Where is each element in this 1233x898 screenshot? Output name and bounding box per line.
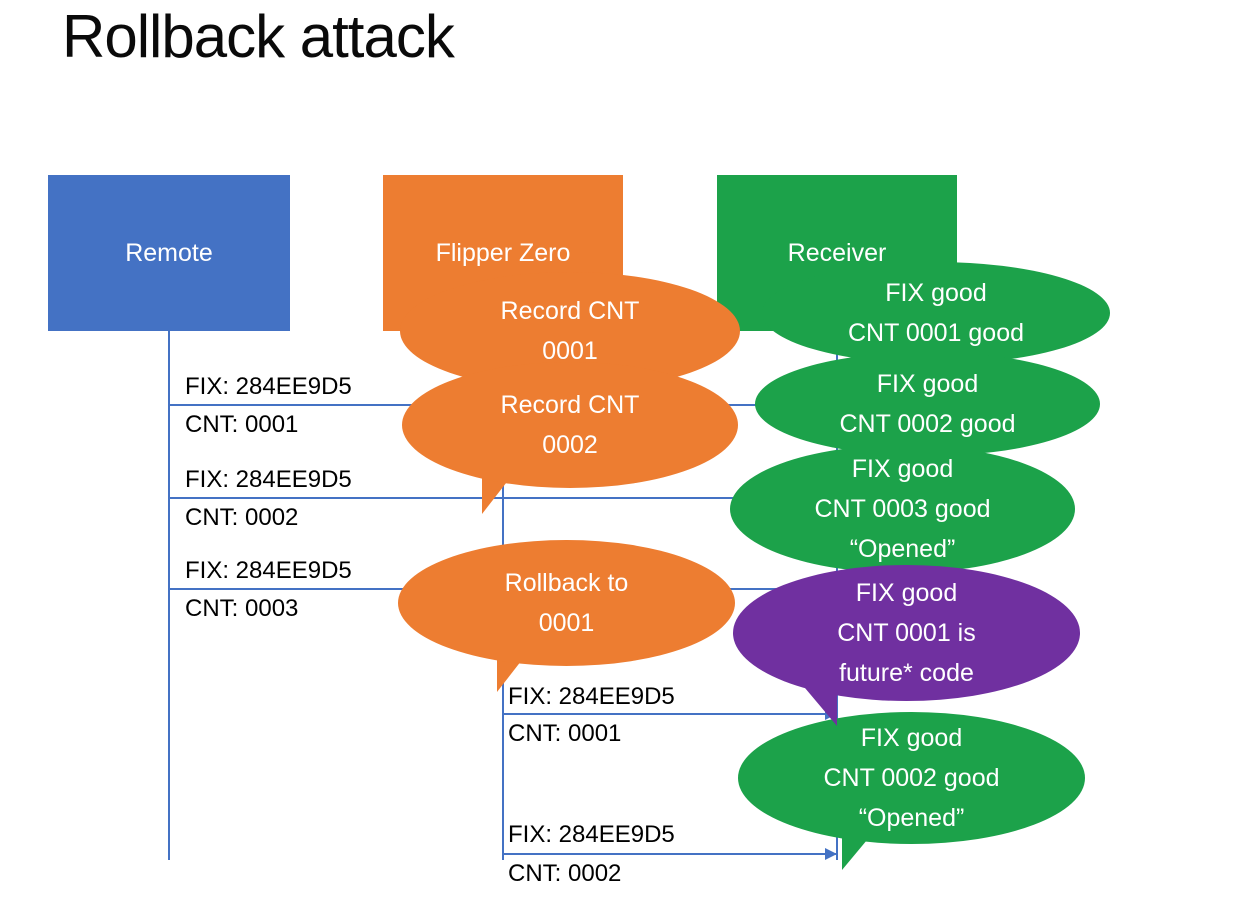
callout-line: “Opened” bbox=[849, 535, 956, 563]
message-fix-label: FIX: 284EE9D5 bbox=[508, 683, 675, 710]
callout-fix-good-cnt-0001: FIX good CNT 0001 good bbox=[762, 262, 1110, 364]
callout-line: CNT 0001 good bbox=[847, 319, 1025, 347]
callout-line: Rollback to bbox=[504, 569, 629, 597]
actor-label: Flipper Zero bbox=[435, 238, 571, 267]
message-cnt-label: CNT: 0001 bbox=[508, 720, 622, 747]
callout-line: CNT 0003 good bbox=[814, 495, 991, 523]
callout-line: 0001 bbox=[538, 609, 595, 637]
message-fix-label: FIX: 284EE9D5 bbox=[185, 373, 352, 400]
message-fix-label: FIX: 284EE9D5 bbox=[185, 466, 352, 493]
callout-line: CNT 0001 is bbox=[837, 619, 976, 647]
page-title: Rollback attack bbox=[62, 3, 455, 70]
message-cnt-label: CNT: 0002 bbox=[185, 504, 299, 531]
callout-line: FIX good bbox=[860, 724, 963, 752]
message-cnt-label: CNT: 0001 bbox=[185, 411, 299, 438]
message-cnt-label: CNT: 0003 bbox=[185, 595, 299, 622]
actor-label: Receiver bbox=[787, 238, 887, 267]
callout-line: FIX good bbox=[855, 579, 958, 607]
callout-record-cnt-0002: Record CNT 0002 bbox=[402, 362, 738, 488]
callout-line: FIX good bbox=[876, 370, 979, 398]
callout-line: CNT 0002 good bbox=[839, 410, 1016, 438]
callout-line: CNT 0002 good bbox=[823, 764, 1000, 792]
callout-fix-good-cnt-0001-future-code: FIX good CNT 0001 is future* code bbox=[733, 565, 1080, 701]
callout-line: FIX good bbox=[885, 279, 987, 307]
message-cnt-label: CNT: 0002 bbox=[508, 860, 622, 887]
callout-fix-good-cnt-0002: FIX good CNT 0002 good bbox=[755, 352, 1100, 456]
callout-tail bbox=[482, 478, 510, 514]
actor-label: Remote bbox=[125, 238, 213, 267]
callout-line: Record CNT bbox=[500, 391, 640, 419]
message-fix-label: FIX: 284EE9D5 bbox=[508, 821, 675, 848]
callout-line: FIX good bbox=[851, 455, 954, 483]
lifeline-remote bbox=[168, 331, 170, 860]
callout-line: 0002 bbox=[542, 431, 598, 459]
message-line bbox=[503, 713, 837, 715]
callout-line: future* code bbox=[839, 659, 974, 687]
message-arrowhead-icon bbox=[825, 848, 837, 860]
callout-rollback-to-0001: Rollback to 0001 bbox=[398, 540, 735, 666]
callout-line: 0001 bbox=[542, 337, 598, 365]
callout-line: Record CNT bbox=[500, 297, 640, 325]
callout-fix-good-cnt-0002-opened: FIX good CNT 0002 good “Opened” bbox=[738, 712, 1085, 844]
callout-tail bbox=[805, 688, 837, 726]
callout-line: “Opened” bbox=[858, 804, 965, 832]
callout-fix-good-cnt-0003-opened: FIX good CNT 0003 good “Opened” bbox=[730, 445, 1075, 573]
callout-record-cnt-0001: Record CNT 0001 bbox=[400, 272, 740, 390]
message-line bbox=[503, 853, 837, 855]
message-fix-label: FIX: 284EE9D5 bbox=[185, 557, 352, 584]
actor-box-remote: Remote bbox=[48, 175, 290, 331]
